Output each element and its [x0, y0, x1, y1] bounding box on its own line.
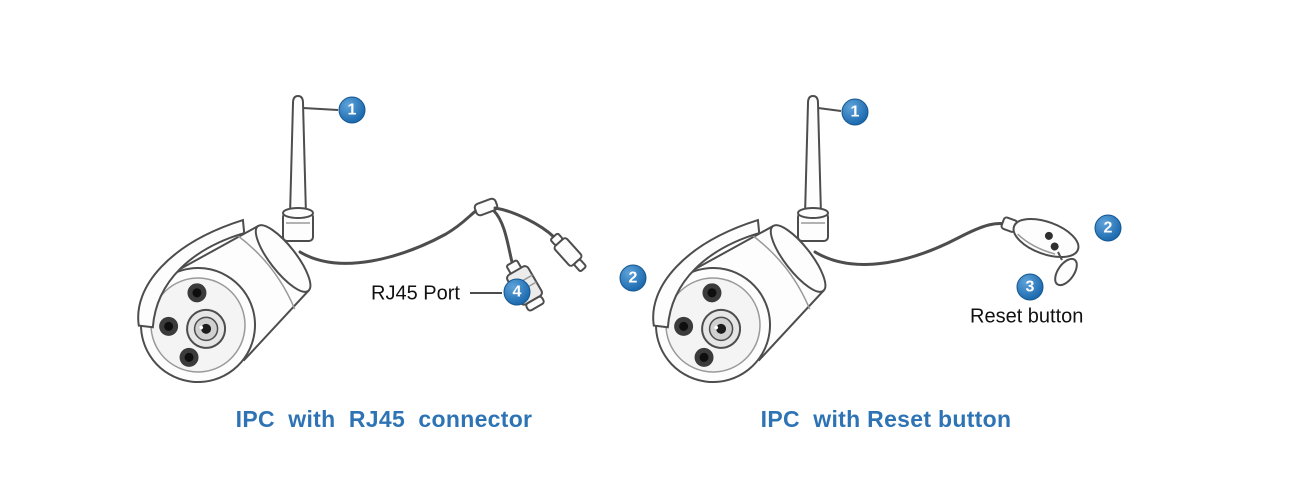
callout-badge-connector-right: 2 — [1094, 214, 1122, 242]
callout-badge-cable-connector-left: 2 — [619, 264, 647, 292]
callout-badge-antenna-right: 1 — [841, 98, 869, 126]
callout-badge-reset-button: 3 — [1016, 273, 1044, 301]
reset-button-label: Reset button — [970, 305, 1084, 328]
callout-badge-rj45-port: 4 — [503, 278, 531, 306]
rj45-port-label: RJ45 Port — [371, 282, 460, 305]
caption-ipc-rj45-connector: IPC with RJ45 connector — [235, 406, 533, 432]
reset-flap — [1054, 257, 1078, 287]
caption-ipc-reset-button: IPC with Reset button — [760, 406, 1012, 432]
cable-right — [813, 216, 1080, 287]
bullet-camera-left — [109, 95, 330, 407]
callout-badge-antenna-left: 1 — [338, 96, 366, 124]
cable-ferrule — [473, 197, 499, 217]
bullet-camera-right — [624, 95, 845, 407]
power-connector — [550, 232, 587, 272]
leader-lines — [302, 107, 842, 294]
reset-dongle — [1000, 216, 1080, 259]
